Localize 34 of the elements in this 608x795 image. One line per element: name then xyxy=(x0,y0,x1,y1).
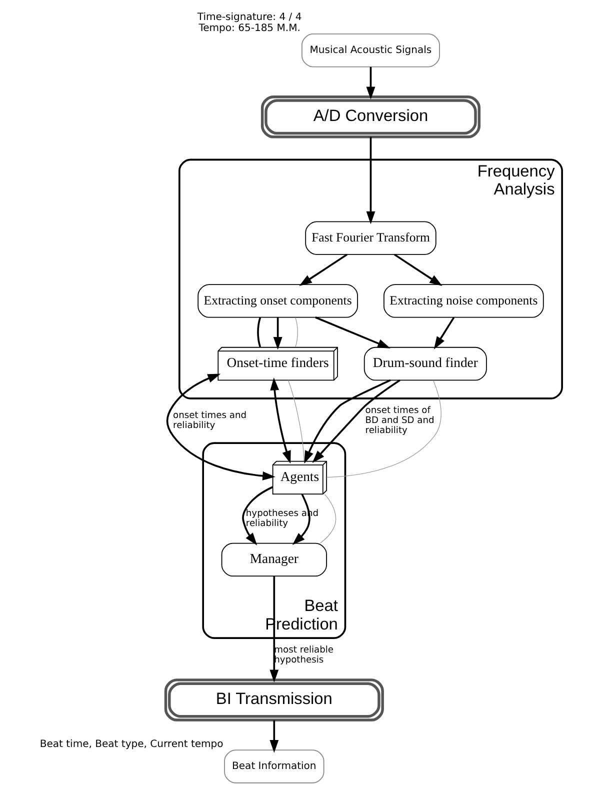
node-box: Extracting onset components xyxy=(198,284,358,318)
arrow xyxy=(166,374,276,480)
edge-label: most reliable hypothesis xyxy=(274,646,334,666)
arrow xyxy=(366,66,376,100)
node-box: BI Transmission xyxy=(164,678,384,722)
edge-label: onset times of BD and SD and reliability xyxy=(365,406,434,436)
connector xyxy=(320,494,336,544)
node-box: Musical Acoustic Signals xyxy=(302,34,440,68)
arrow xyxy=(366,136,376,224)
node-box: Fast Fourier Transform xyxy=(305,221,436,255)
node-box: Manager xyxy=(221,542,327,577)
edge-label: onset times and reliability xyxy=(173,411,247,432)
arrow xyxy=(394,254,442,286)
node-label: Beat time, Beat type, Current tempo xyxy=(40,739,224,750)
arrow xyxy=(270,720,279,753)
arrow xyxy=(242,486,274,546)
node-label: Time-signature: 4 / 4 xyxy=(197,12,302,24)
arrow xyxy=(270,576,279,682)
arrow xyxy=(299,254,348,286)
connector xyxy=(257,317,262,348)
arrow xyxy=(312,380,400,464)
node-box: Drum-sound finder xyxy=(364,346,487,381)
arrow xyxy=(315,316,390,348)
arrow xyxy=(304,379,391,464)
arrow xyxy=(270,378,291,464)
node-label: Tempo: 65-185 M.M. xyxy=(198,23,300,34)
connector xyxy=(326,380,442,478)
arrow xyxy=(434,317,455,350)
connector xyxy=(295,317,298,348)
connector xyxy=(288,380,304,462)
node-box: Extracting noise components xyxy=(384,284,544,318)
node-box: A/D Conversion xyxy=(260,95,481,138)
node-box: Beat Information xyxy=(224,750,324,784)
arrow xyxy=(273,318,282,350)
